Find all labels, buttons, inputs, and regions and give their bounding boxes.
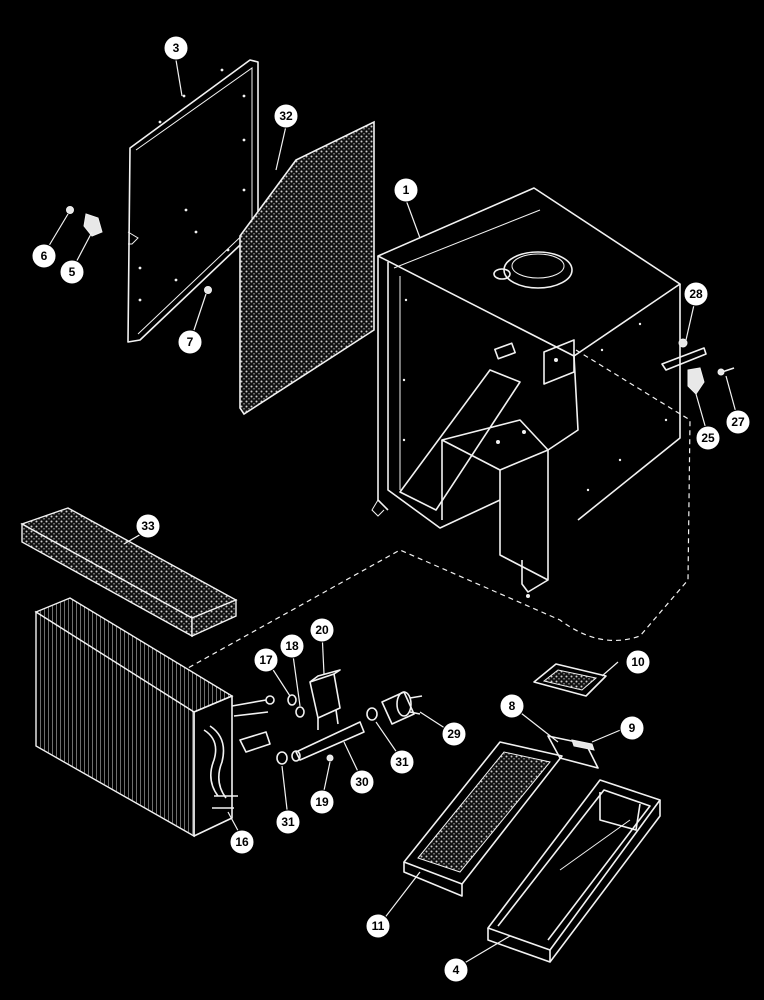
callout-29: 29 xyxy=(441,721,467,747)
svg-text:3: 3 xyxy=(173,41,180,55)
svg-text:8: 8 xyxy=(509,699,516,713)
callout-11: 11 xyxy=(365,913,391,939)
evaporator-coil xyxy=(34,597,275,838)
callout-16: 16 xyxy=(229,829,255,855)
svg-text:6: 6 xyxy=(41,249,48,263)
assembly-line-upper xyxy=(187,349,691,669)
svg-text:19: 19 xyxy=(315,795,329,809)
svg-text:28: 28 xyxy=(689,287,703,301)
svg-text:27: 27 xyxy=(731,415,745,429)
svg-text:29: 29 xyxy=(447,727,461,741)
svg-text:1: 1 xyxy=(403,183,410,197)
callout-31: 31 xyxy=(389,749,415,775)
callout-9: 9 xyxy=(619,715,645,741)
callout-20: 20 xyxy=(309,617,335,643)
callout-1: 1 xyxy=(393,177,419,203)
svg-text:4: 4 xyxy=(453,963,460,977)
svg-text:31: 31 xyxy=(395,755,409,769)
svg-text:30: 30 xyxy=(355,775,369,789)
callout-4: 4 xyxy=(443,957,469,983)
callout-27: 27 xyxy=(725,409,751,435)
callout-32: 32 xyxy=(273,103,299,129)
svg-text:16: 16 xyxy=(235,835,249,849)
svg-text:7: 7 xyxy=(187,335,194,349)
callout-31-lower: 31 xyxy=(275,809,301,835)
svg-text:32: 32 xyxy=(279,109,293,123)
callout-33: 33 xyxy=(135,513,161,539)
svg-text:9: 9 xyxy=(629,721,636,735)
callout-17: 17 xyxy=(253,647,279,673)
bracket-hardware xyxy=(661,338,735,395)
small-fasteners xyxy=(66,206,212,294)
filter-tray xyxy=(403,741,563,897)
gasket-and-bracket xyxy=(533,663,607,769)
callout-5: 5 xyxy=(59,259,85,285)
svg-text:17: 17 xyxy=(259,653,273,667)
svg-text:5: 5 xyxy=(69,265,76,279)
callout-3: 3 xyxy=(163,35,189,61)
callout-7: 7 xyxy=(177,329,203,355)
callout-10: 10 xyxy=(625,649,651,675)
callout-30: 30 xyxy=(349,769,375,795)
filter-mesh-panel xyxy=(239,120,375,416)
foam-strip xyxy=(20,507,238,638)
svg-text:31: 31 xyxy=(281,815,295,829)
valve-assembly xyxy=(276,669,423,765)
callout-18: 18 xyxy=(279,633,305,659)
callout-25: 25 xyxy=(695,425,721,451)
main-housing xyxy=(371,187,681,598)
callout-6: 6 xyxy=(31,243,57,269)
svg-text:18: 18 xyxy=(285,639,299,653)
side-panel xyxy=(127,59,259,343)
callout-28: 28 xyxy=(683,281,709,307)
svg-text:20: 20 xyxy=(315,623,329,637)
svg-text:10: 10 xyxy=(631,655,645,669)
svg-text:11: 11 xyxy=(372,919,385,933)
svg-text:33: 33 xyxy=(141,519,155,533)
drain-pan xyxy=(487,779,661,963)
callout-8: 8 xyxy=(499,693,525,719)
callout-19: 19 xyxy=(309,789,335,815)
svg-text:25: 25 xyxy=(701,431,715,445)
